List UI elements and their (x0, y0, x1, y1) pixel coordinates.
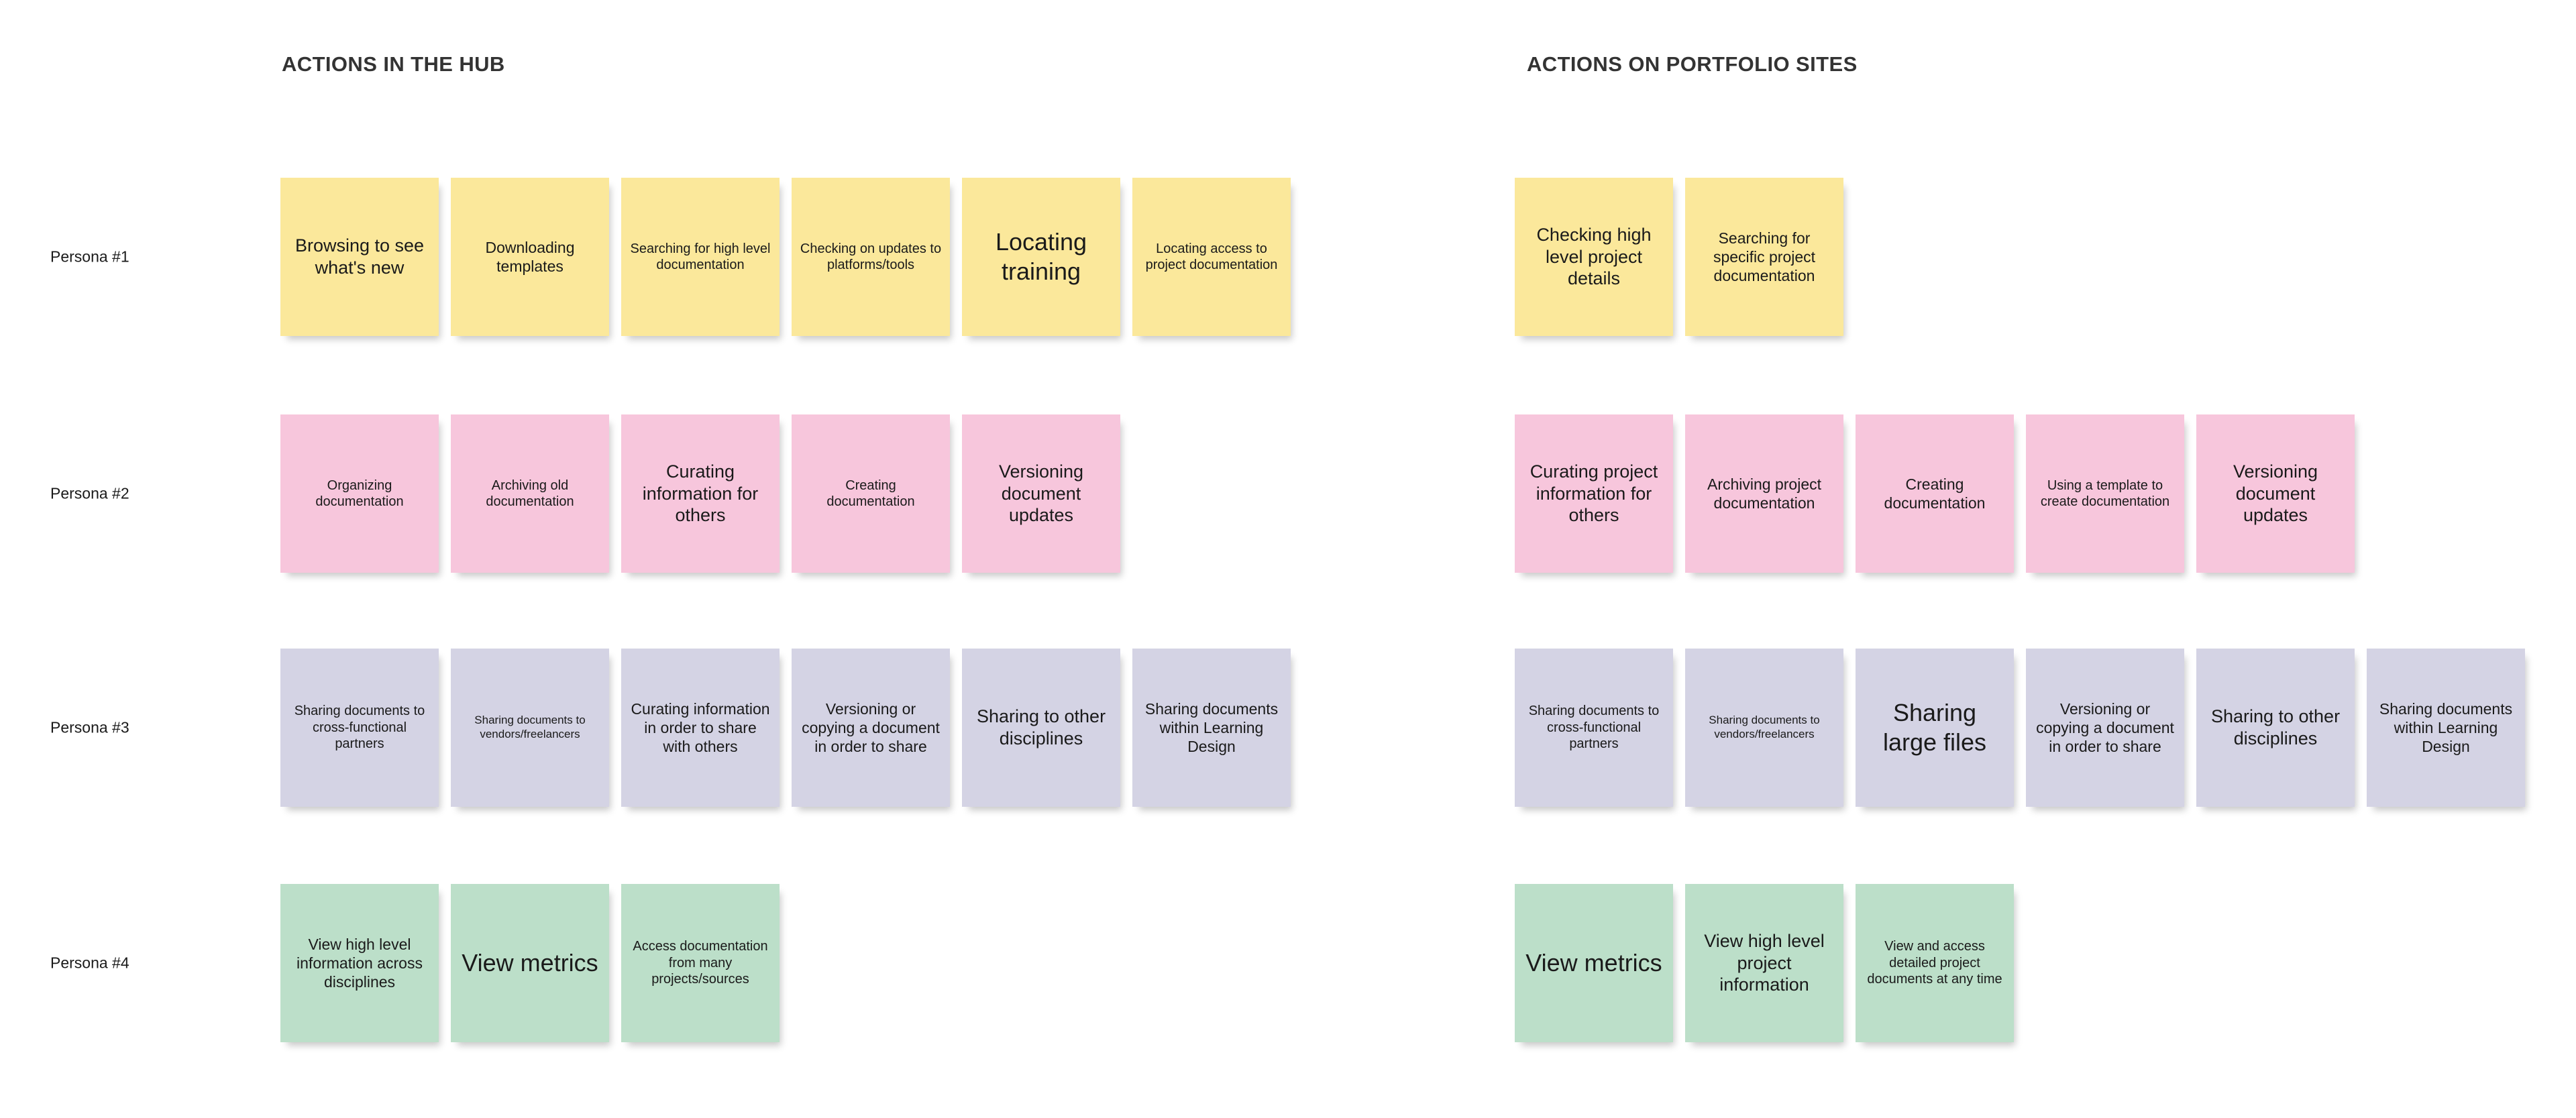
sticky-note-text: Organizing documentation (315, 478, 404, 509)
sticky-note[interactable]: Sharing documents to cross-functional pa… (1515, 649, 1673, 807)
note-group-portfolio: Checking high level project details Searc… (1515, 178, 1843, 336)
sticky-note[interactable]: View metrics (451, 884, 609, 1042)
sticky-note[interactable]: Locating access to project documentation (1132, 178, 1291, 336)
sticky-note[interactable]: Downloading templates (451, 178, 609, 336)
sticky-note[interactable]: View high level information across disci… (280, 884, 439, 1042)
sticky-note[interactable]: Sharing documents to vendors/freelancers (1685, 649, 1843, 807)
sticky-note-text: View high level project information (1704, 930, 1825, 995)
sticky-note-text: Sharing to other disciplines (2210, 706, 2341, 748)
sticky-note[interactable]: Archiving project documentation (1685, 414, 1843, 573)
note-group-hub: Sharing documents to cross-functional pa… (280, 649, 1291, 807)
persona-label: Persona #1 (50, 247, 129, 266)
sticky-note[interactable]: Organizing documentation (280, 414, 439, 573)
sticky-note[interactable]: View high level project information (1685, 884, 1843, 1042)
sticky-note-text: Access documentation from many projects/… (633, 939, 768, 987)
sticky-note[interactable]: Sharing to other disciplines (962, 649, 1120, 807)
sticky-note[interactable]: Curating information in order to share w… (621, 649, 780, 807)
note-group-portfolio: View metrics View high level project info… (1515, 884, 2014, 1042)
sticky-note-text: Sharing documents to vendors/freelancers (474, 714, 586, 740)
sticky-note-text: Archiving old documentation (486, 478, 574, 509)
sticky-note-text: Searching for high level documentation (630, 241, 771, 272)
sticky-note-text: Archiving project documentation (1707, 475, 1822, 512)
sticky-note[interactable]: Versioning or copying a document in orde… (2026, 649, 2184, 807)
sticky-note-text: View metrics (1525, 949, 1662, 977)
sticky-note-text: Locating access to project documentation (1145, 241, 1278, 272)
note-group-hub: View high level information across disci… (280, 884, 780, 1042)
sticky-note-text: Curating information in order to share w… (631, 700, 770, 756)
sticky-note-text: View high level information across disci… (297, 935, 423, 991)
note-group-hub: Organizing documentation Archiving old do… (280, 414, 1120, 573)
sticky-note[interactable]: Creating documentation (792, 414, 950, 573)
sticky-note-text: Sharing documents within Learning Design (1144, 700, 1279, 756)
sticky-note[interactable]: Sharing documents to cross-functional pa… (280, 649, 439, 807)
sticky-note[interactable]: Sharing documents within Learning Design (2367, 649, 2525, 807)
note-group-hub: Browsing to see what's new Downloading te… (280, 178, 1291, 336)
sticky-note[interactable]: Creating documentation (1856, 414, 2014, 573)
sticky-note[interactable]: Versioning or copying a document in orde… (792, 649, 950, 807)
sticky-note-text: Using a template to create documentation (2040, 478, 2170, 509)
sticky-note[interactable]: Sharing large files (1856, 649, 2014, 807)
sticky-note-text: Sharing documents to cross-functional pa… (1528, 704, 1660, 752)
sticky-note[interactable]: Checking on updates to platforms/tools (792, 178, 950, 336)
sticky-note[interactable]: Searching for specific project documenta… (1685, 178, 1843, 336)
sticky-note-text: View and access detailed project documen… (1867, 939, 2002, 987)
sticky-note[interactable]: Archiving old documentation (451, 414, 609, 573)
sticky-note[interactable]: Curating information for others (621, 414, 780, 573)
sticky-note[interactable]: Curating project information for others (1515, 414, 1673, 573)
sticky-note-text: Sharing documents to vendors/freelancers (1709, 714, 1820, 740)
sticky-note-text: Searching for specific project documenta… (1713, 229, 1816, 285)
note-group-portfolio: Curating project information for others A… (1515, 414, 2355, 573)
sticky-note-text: Curating project information for others (1529, 461, 1658, 526)
sticky-note-text: Versioning document updates (998, 461, 1084, 526)
sticky-note[interactable]: Sharing documents to vendors/freelancers (451, 649, 609, 807)
sticky-note[interactable]: Versioning document updates (962, 414, 1120, 573)
sticky-note-text: Downloading templates (485, 238, 575, 275)
sticky-note[interactable]: Locating training (962, 178, 1120, 336)
sticky-note-text: Locating training (995, 228, 1087, 285)
sticky-note[interactable]: Access documentation from many projects/… (621, 884, 780, 1042)
sticky-note-text: Creating documentation (826, 478, 915, 509)
persona-label: Persona #4 (50, 954, 129, 972)
sticky-note[interactable]: Checking high level project details (1515, 178, 1673, 336)
sticky-note-text: Sharing documents within Learning Design (2379, 700, 2513, 756)
sticky-note[interactable]: Browsing to see what's new (280, 178, 439, 336)
persona-label: Persona #2 (50, 484, 129, 502)
sticky-note[interactable]: Searching for high level documentation (621, 178, 780, 336)
sticky-note-text: Versioning or copying a document in orde… (802, 700, 940, 756)
sticky-note-text: Checking on updates to platforms/tools (800, 241, 942, 272)
sticky-note-text: Curating information for others (642, 461, 759, 526)
note-group-portfolio: Sharing documents to cross-functional pa… (1515, 649, 2525, 807)
sticky-note-text: Creating documentation (1884, 475, 1986, 512)
sticky-note-text: Checking high level project details (1536, 224, 1652, 289)
section-header-hub: ACTIONS IN THE HUB (282, 52, 505, 76)
sticky-note[interactable]: View and access detailed project documen… (1856, 884, 2014, 1042)
sticky-note[interactable]: View metrics (1515, 884, 1673, 1042)
sticky-note-text: Versioning or copying a document in orde… (2036, 700, 2174, 756)
sticky-note-text: Browsing to see what's new (294, 235, 425, 278)
sticky-note[interactable]: Versioning document updates (2196, 414, 2355, 573)
section-header-portfolio: ACTIONS ON PORTFOLIO SITES (1527, 52, 1858, 76)
persona-label: Persona #3 (50, 718, 129, 736)
sticky-note[interactable]: Sharing documents within Learning Design (1132, 649, 1291, 807)
sticky-note[interactable]: Sharing to other disciplines (2196, 649, 2355, 807)
sticky-note[interactable]: Using a template to create documentation (2026, 414, 2184, 573)
sticky-note-text: Versioning document updates (2233, 461, 2318, 526)
sticky-note-text: Sharing to other disciplines (976, 706, 1106, 748)
sticky-note-text: View metrics (462, 949, 598, 977)
sticky-note-text: Sharing documents to cross-functional pa… (294, 704, 425, 752)
sticky-note-text: Sharing large files (1882, 699, 1987, 756)
